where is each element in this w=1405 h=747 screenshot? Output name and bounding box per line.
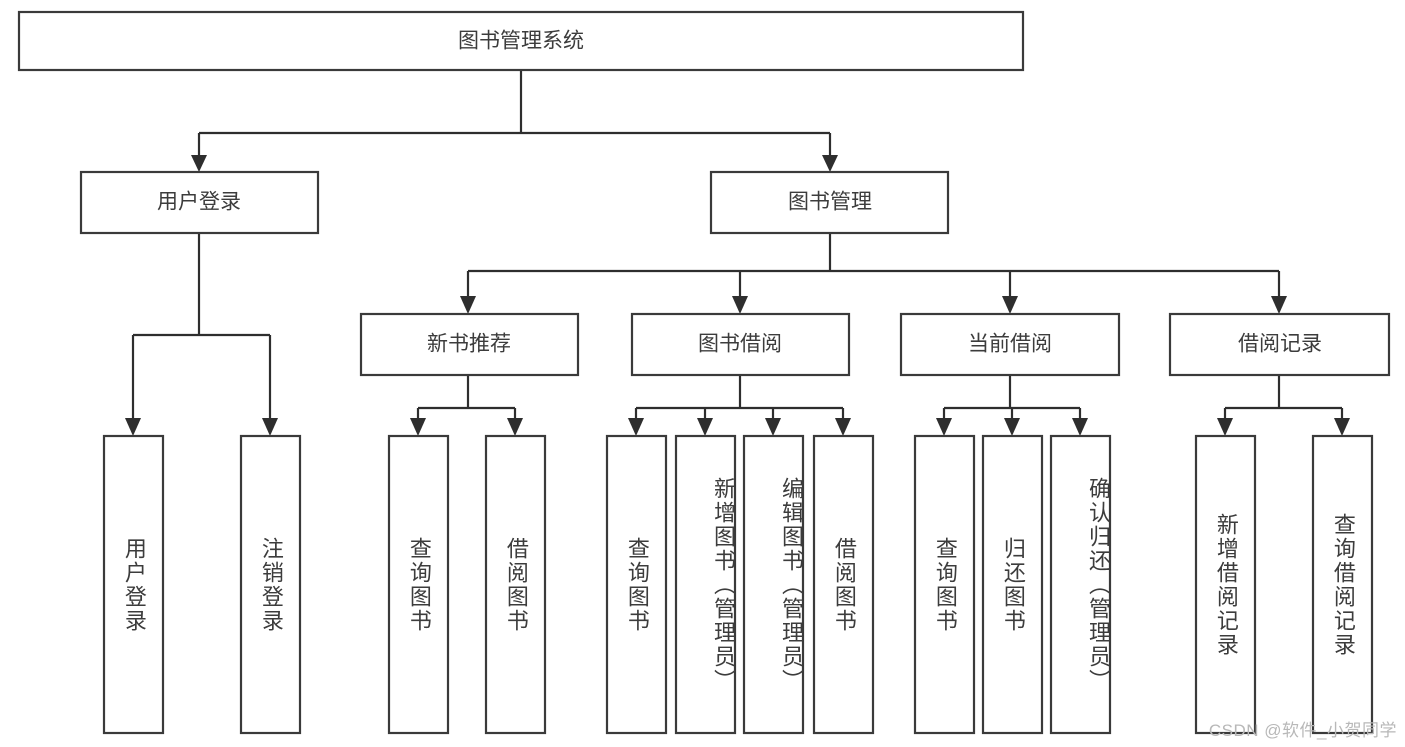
- arrowhead-leaf-borrow-book-1: [507, 418, 523, 436]
- node-new-book-recommend[interactable]: 新书推荐: [359, 312, 580, 377]
- node-leaf-query-book-2-box[interactable]: [605, 434, 668, 735]
- node-book-management-label: 图书管理: [788, 191, 872, 214]
- arrowhead-leaf-query-book-2: [628, 418, 644, 436]
- arrowhead-borrow-record: [1271, 296, 1287, 314]
- connector-layer: [125, 70, 1350, 436]
- arrowhead-leaf-logout-login: [262, 418, 278, 436]
- node-leaf-borrow-book-1-box[interactable]: [484, 434, 547, 735]
- arrowhead-leaf-query-book-3: [936, 418, 952, 436]
- node-leaf-query-book-3-box[interactable]: [913, 434, 976, 735]
- node-current-borrow[interactable]: 当前借阅: [899, 312, 1121, 377]
- node-leaf-return-book-box[interactable]: [981, 434, 1044, 735]
- arrowhead-book-management: [822, 155, 838, 172]
- node-user-login[interactable]: 用户登录: [79, 170, 320, 235]
- node-leaf-query-borrow-record-box[interactable]: [1311, 434, 1374, 735]
- node-leaf-query-book-1-box[interactable]: [387, 434, 450, 735]
- arrowhead-leaf-add-book-admin: [697, 418, 713, 436]
- csdn-watermark: CSDN @软件_小贺同学: [1208, 721, 1397, 740]
- node-leaf-user-login-box[interactable]: [102, 434, 165, 735]
- node-leaf-confirm-return-admin-box[interactable]: [1049, 434, 1112, 735]
- arrowhead-book-borrow: [732, 296, 748, 314]
- arrowhead-user-login: [191, 155, 207, 172]
- node-borrow-record-label: 借阅记录: [1238, 333, 1322, 356]
- node-book-borrow[interactable]: 图书借阅: [630, 312, 851, 377]
- node-book-borrow-label: 图书借阅: [698, 333, 782, 356]
- node-root[interactable]: 图书管理系统: [17, 10, 1025, 72]
- node-new-book-recommend-box[interactable]: [359, 312, 580, 377]
- node-root-box[interactable]: [17, 10, 1025, 72]
- arrowhead-leaf-borrow-book-2: [835, 418, 851, 436]
- node-user-login-box[interactable]: [79, 170, 320, 235]
- node-book-management-box[interactable]: [709, 170, 950, 235]
- node-new-book-recommend-label: 新书推荐: [427, 333, 511, 356]
- node-layer: 图书管理系统 用户登录 图书管理 新书推荐 图书借阅 当前: [17, 10, 1391, 735]
- node-borrow-record[interactable]: 借阅记录: [1168, 312, 1391, 377]
- node-current-borrow-label: 当前借阅: [968, 333, 1052, 356]
- arrowhead-leaf-user-login: [125, 418, 141, 436]
- arrowhead-leaf-query-book-1: [410, 418, 426, 436]
- arrowhead-leaf-add-borrow-record: [1217, 418, 1233, 436]
- arrowhead-leaf-query-borrow-record: [1334, 418, 1350, 436]
- arrowhead-leaf-edit-book-admin: [765, 418, 781, 436]
- arrowhead-leaf-confirm-return-admin: [1072, 418, 1088, 436]
- arrowhead-new-book-recommend: [460, 296, 476, 314]
- node-leaf-edit-book-admin-box[interactable]: [742, 434, 805, 735]
- arrowhead-current-borrow: [1002, 296, 1018, 314]
- node-user-login-label: 用户登录: [157, 191, 241, 214]
- node-book-management[interactable]: 图书管理: [709, 170, 950, 235]
- arrowhead-leaf-return-book: [1004, 418, 1020, 436]
- node-leaf-add-borrow-record-box[interactable]: [1194, 434, 1257, 735]
- node-leaf-add-book-admin-box[interactable]: [674, 434, 737, 735]
- node-borrow-record-box[interactable]: [1168, 312, 1391, 377]
- node-leaf-borrow-book-2-box[interactable]: [812, 434, 875, 735]
- node-book-borrow-box[interactable]: [630, 312, 851, 377]
- node-leaf-logout-login-box[interactable]: [239, 434, 302, 735]
- node-current-borrow-box[interactable]: [899, 312, 1121, 377]
- node-root-label: 图书管理系统: [458, 30, 584, 53]
